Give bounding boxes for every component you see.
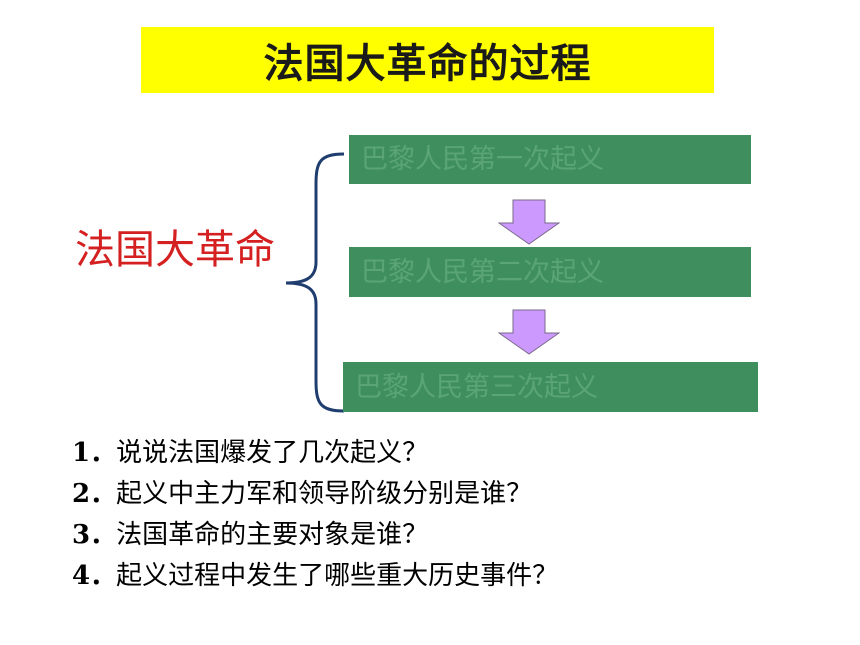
uprising-step-1: 巴黎人民第一次起义: [349, 135, 751, 184]
title-banner: 法国大革命的过程: [141, 27, 714, 93]
question-item: 4．起义过程中发生了哪些重大历史事件？: [72, 556, 558, 597]
down-arrow-icon: [498, 309, 560, 355]
question-number: 2．: [72, 479, 117, 509]
down-arrow-icon: [498, 199, 560, 245]
topic-label: 法国大革命: [75, 227, 275, 273]
question-item: 3．法国革命的主要对象是谁？: [72, 515, 558, 556]
question-number: 4．: [72, 561, 117, 591]
question-text: 法国革命的主要对象是谁？: [116, 520, 429, 550]
uprising-step-2-label: 巴黎人民第二次起义: [361, 256, 604, 288]
question-text: 起义中主力军和领导阶级分别是谁？: [116, 479, 533, 509]
question-number: 3．: [72, 520, 117, 550]
question-list: 1．说说法国爆发了几次起义？ 2．起义中主力军和领导阶级分别是谁？ 3．法国革命…: [72, 433, 558, 597]
slide-title: 法国大革命的过程: [263, 41, 592, 87]
question-number: 1．: [72, 438, 117, 468]
curly-brace-icon: [285, 152, 345, 413]
uprising-step-1-label: 巴黎人民第一次起义: [361, 144, 604, 175]
uprising-step-3: 巴黎人民第三次起义: [343, 362, 758, 412]
question-text: 起义过程中发生了哪些重大历史事件？: [116, 561, 559, 591]
uprising-step-2: 巴黎人民第二次起义: [349, 247, 751, 297]
uprising-step-3-label: 巴黎人民第三次起义: [355, 371, 598, 403]
question-item: 2．起义中主力军和领导阶级分别是谁？: [72, 474, 558, 515]
question-item: 1．说说法国爆发了几次起义？: [72, 433, 558, 474]
question-text: 说说法国爆发了几次起义？: [116, 438, 429, 468]
